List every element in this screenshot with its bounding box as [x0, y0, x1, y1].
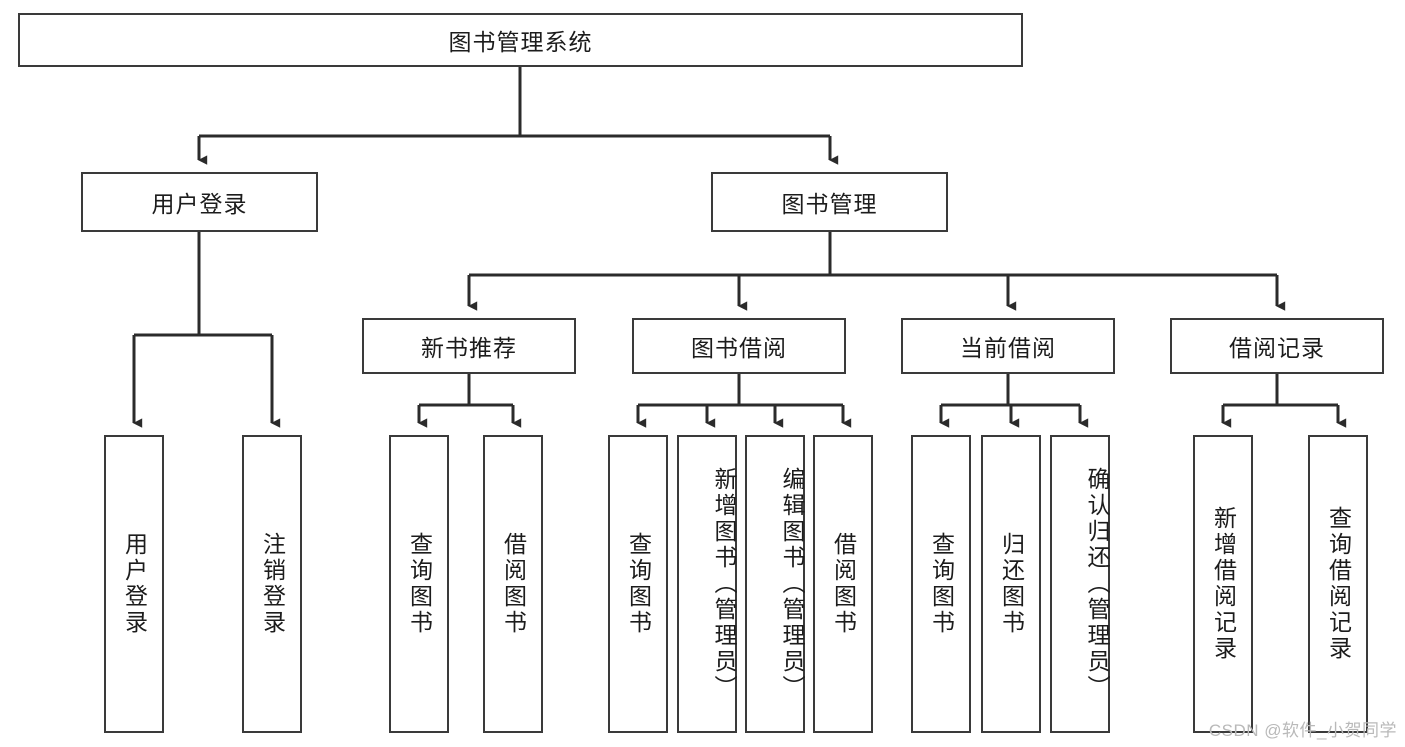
node-leaf-query-book-current[interactable]: 查询图书 [911, 435, 971, 733]
node-leaf-add-book-admin[interactable]: 新增图书（管理员） [677, 435, 737, 733]
node-leaf-return-book[interactable]: 归还图书 [981, 435, 1041, 733]
node-leaf-query-borrow-record[interactable]: 查询借阅记录 [1308, 435, 1368, 733]
node-leaf-borrow-book[interactable]: 借阅图书 [813, 435, 873, 733]
node-leaf-query-book-borrow[interactable]: 查询图书 [608, 435, 668, 733]
node-leaf-add-borrow-record[interactable]: 新增借阅记录 [1193, 435, 1253, 733]
node-leaf-user-login[interactable]: 用户登录 [104, 435, 164, 733]
node-book-borrow[interactable]: 图书借阅 [632, 318, 846, 374]
node-new-book-recommend[interactable]: 新书推荐 [362, 318, 576, 374]
csdn-watermark: CSDN @软件_小贺同学 [1208, 721, 1397, 740]
node-leaf-confirm-return-admin[interactable]: 确认归还（管理员） [1050, 435, 1110, 733]
node-root-system[interactable]: 图书管理系统 [18, 13, 1023, 67]
node-leaf-user-logout[interactable]: 注销登录 [242, 435, 302, 733]
node-book-manage[interactable]: 图书管理 [711, 172, 948, 232]
node-leaf-query-book-recommend[interactable]: 查询图书 [389, 435, 449, 733]
node-current-borrow[interactable]: 当前借阅 [901, 318, 1115, 374]
node-leaf-borrow-book-recommend[interactable]: 借阅图书 [483, 435, 543, 733]
node-borrow-record[interactable]: 借阅记录 [1170, 318, 1384, 374]
node-user-login[interactable]: 用户登录 [81, 172, 318, 232]
node-leaf-edit-book-admin[interactable]: 编辑图书（管理员） [745, 435, 805, 733]
